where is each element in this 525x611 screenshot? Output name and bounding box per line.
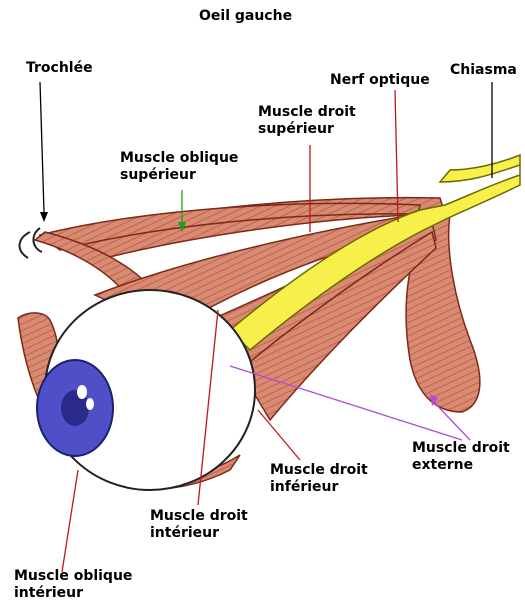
label-droit-inferieur: Muscle droit inférieur — [270, 462, 368, 496]
label-trochlee: Trochlée — [26, 60, 93, 77]
label-oblique-superieur: Muscle oblique supérieur — [120, 150, 238, 184]
label-droit-externe: Muscle droit externe — [412, 440, 510, 474]
title-label: Oeil gauche — [199, 8, 292, 25]
trochlee-hook — [20, 228, 42, 258]
label-droit-interieur: Muscle droit intérieur — [150, 508, 248, 542]
leader-trochlee — [40, 82, 44, 212]
label-oblique-interieur: Muscle oblique intérieur — [14, 568, 132, 602]
iris-highlight-2 — [86, 398, 94, 410]
arrow-trochlee — [40, 212, 48, 222]
label-chiasma: Chiasma — [450, 62, 517, 79]
iris-highlight — [77, 385, 87, 399]
label-nerf-optique: Nerf optique — [330, 72, 430, 89]
leader-oblique-interieur — [62, 470, 78, 572]
leader-droit-inferieur — [258, 410, 300, 460]
label-droit-superieur: Muscle droit supérieur — [258, 104, 356, 138]
